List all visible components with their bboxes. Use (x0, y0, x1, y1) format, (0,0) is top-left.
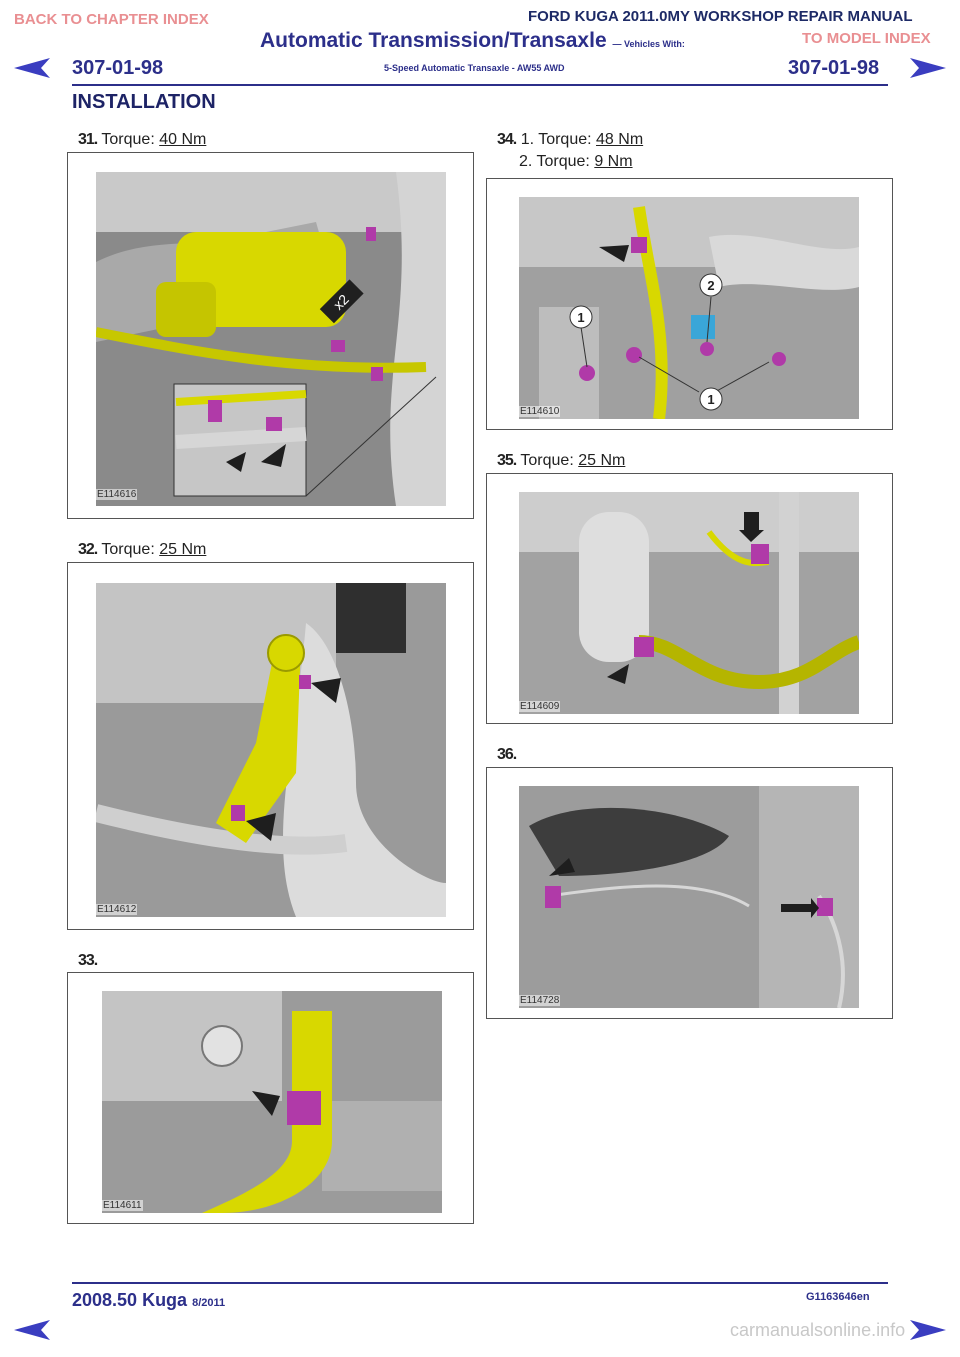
step-number: 33. (78, 952, 98, 969)
callout-2: 2 (707, 278, 714, 293)
torque-value[interactable]: 48 Nm (596, 131, 644, 148)
engine-illustration: E114611 (102, 991, 442, 1213)
step-35-label: 35. Torque: 25 Nm (497, 452, 625, 470)
step-number: 35. (497, 452, 517, 469)
engine-illustration: E114728 (519, 786, 859, 1008)
engine-illustration: E114612 (96, 583, 446, 917)
step-33-label: 33. (78, 952, 98, 970)
figure-e114611: E114611 (67, 972, 474, 1224)
figure-e114728: E114728 (486, 767, 893, 1019)
step-34-substep-2: 2. Torque: 9 Nm (519, 153, 633, 171)
callout-1: 1 (577, 310, 584, 325)
footer-rule (72, 1282, 888, 1284)
torque-prefix: Torque: (101, 541, 160, 558)
figure-id: E114616 (96, 489, 138, 500)
step-34-label: 34. 1. Torque: 48 Nm (497, 131, 643, 149)
figure-id: E114612 (96, 904, 138, 915)
chapter-title-suffix: — Vehicles With: (612, 39, 685, 49)
chapter-title-text: Automatic Transmission/Transaxle (260, 29, 607, 52)
next-page-button[interactable] (910, 58, 946, 83)
step-32-label: 32. Torque: 25 Nm (78, 541, 206, 559)
figure-e114616: x2 E114616 (67, 152, 474, 519)
chapter-title: Automatic Transmission/Transaxle — Vehic… (260, 29, 685, 53)
substep-index: 2. (519, 153, 533, 170)
torque-prefix: Torque: (520, 452, 579, 469)
model-name: 2008.50 Kuga (72, 1290, 188, 1310)
torque-value[interactable]: 9 Nm (594, 153, 633, 170)
arrow-right-icon (910, 58, 946, 78)
page-number-right: 307-01-98 (788, 57, 880, 79)
step-number: 34. (497, 131, 517, 148)
header-rule (72, 84, 888, 86)
page-number-left: 307-01-98 (72, 57, 164, 79)
callout-1: 1 (707, 392, 714, 407)
section-title: INSTALLATION (72, 91, 216, 113)
to-model-index-link[interactable]: TO MODEL INDEX (802, 30, 931, 47)
engine-illustration: E114609 (519, 492, 859, 714)
figure-e114609: E114609 (486, 473, 893, 724)
step-number: 31. (78, 131, 98, 148)
step-31-label: 31. Torque: 40 Nm (78, 131, 206, 149)
figure-id: E114610 (519, 406, 561, 417)
figure-e114610: 1 2 1 E114610 (486, 178, 893, 430)
previous-page-button[interactable] (14, 58, 50, 83)
substep-index: 1. (520, 131, 535, 148)
engine-illustration: x2 E114616 (96, 172, 446, 506)
step-36-label: 36. (497, 746, 517, 764)
torque-prefix: Torque: (538, 131, 597, 148)
torque-value[interactable]: 40 Nm (159, 131, 207, 148)
chapter-subtitle: 5-Speed Automatic Transaxle - AW55 AWD (384, 63, 565, 73)
next-page-button-bottom[interactable] (910, 1320, 946, 1345)
footer-model: 2008.50 Kuga 8/2011 (72, 1290, 225, 1311)
previous-page-button-bottom[interactable] (14, 1320, 50, 1345)
figure-id: E114728 (519, 995, 561, 1006)
manual-title: FORD KUGA 2011.0MY WORKSHOP REPAIR MANUA… (528, 8, 913, 25)
document-code: G1163646en (806, 1291, 870, 1303)
model-date: 8/2011 (192, 1297, 226, 1309)
arrow-right-icon (910, 1320, 946, 1340)
watermark: carmanualsonline.info (730, 1320, 906, 1340)
back-to-chapter-index-link[interactable]: BACK TO CHAPTER INDEX (14, 11, 209, 28)
step-number: 36. (497, 746, 517, 763)
step-number: 32. (78, 541, 98, 558)
figure-id: E114609 (519, 701, 561, 712)
figure-id: E114611 (102, 1200, 143, 1211)
arrow-left-icon (14, 58, 50, 78)
engine-illustration: 1 2 1 E114610 (519, 197, 859, 419)
torque-value[interactable]: 25 Nm (159, 541, 207, 558)
figure-e114612: E114612 (67, 562, 474, 930)
torque-value[interactable]: 25 Nm (578, 452, 626, 469)
torque-prefix: Torque: (536, 153, 595, 170)
torque-prefix: Torque: (101, 131, 160, 148)
arrow-left-icon (14, 1320, 50, 1340)
